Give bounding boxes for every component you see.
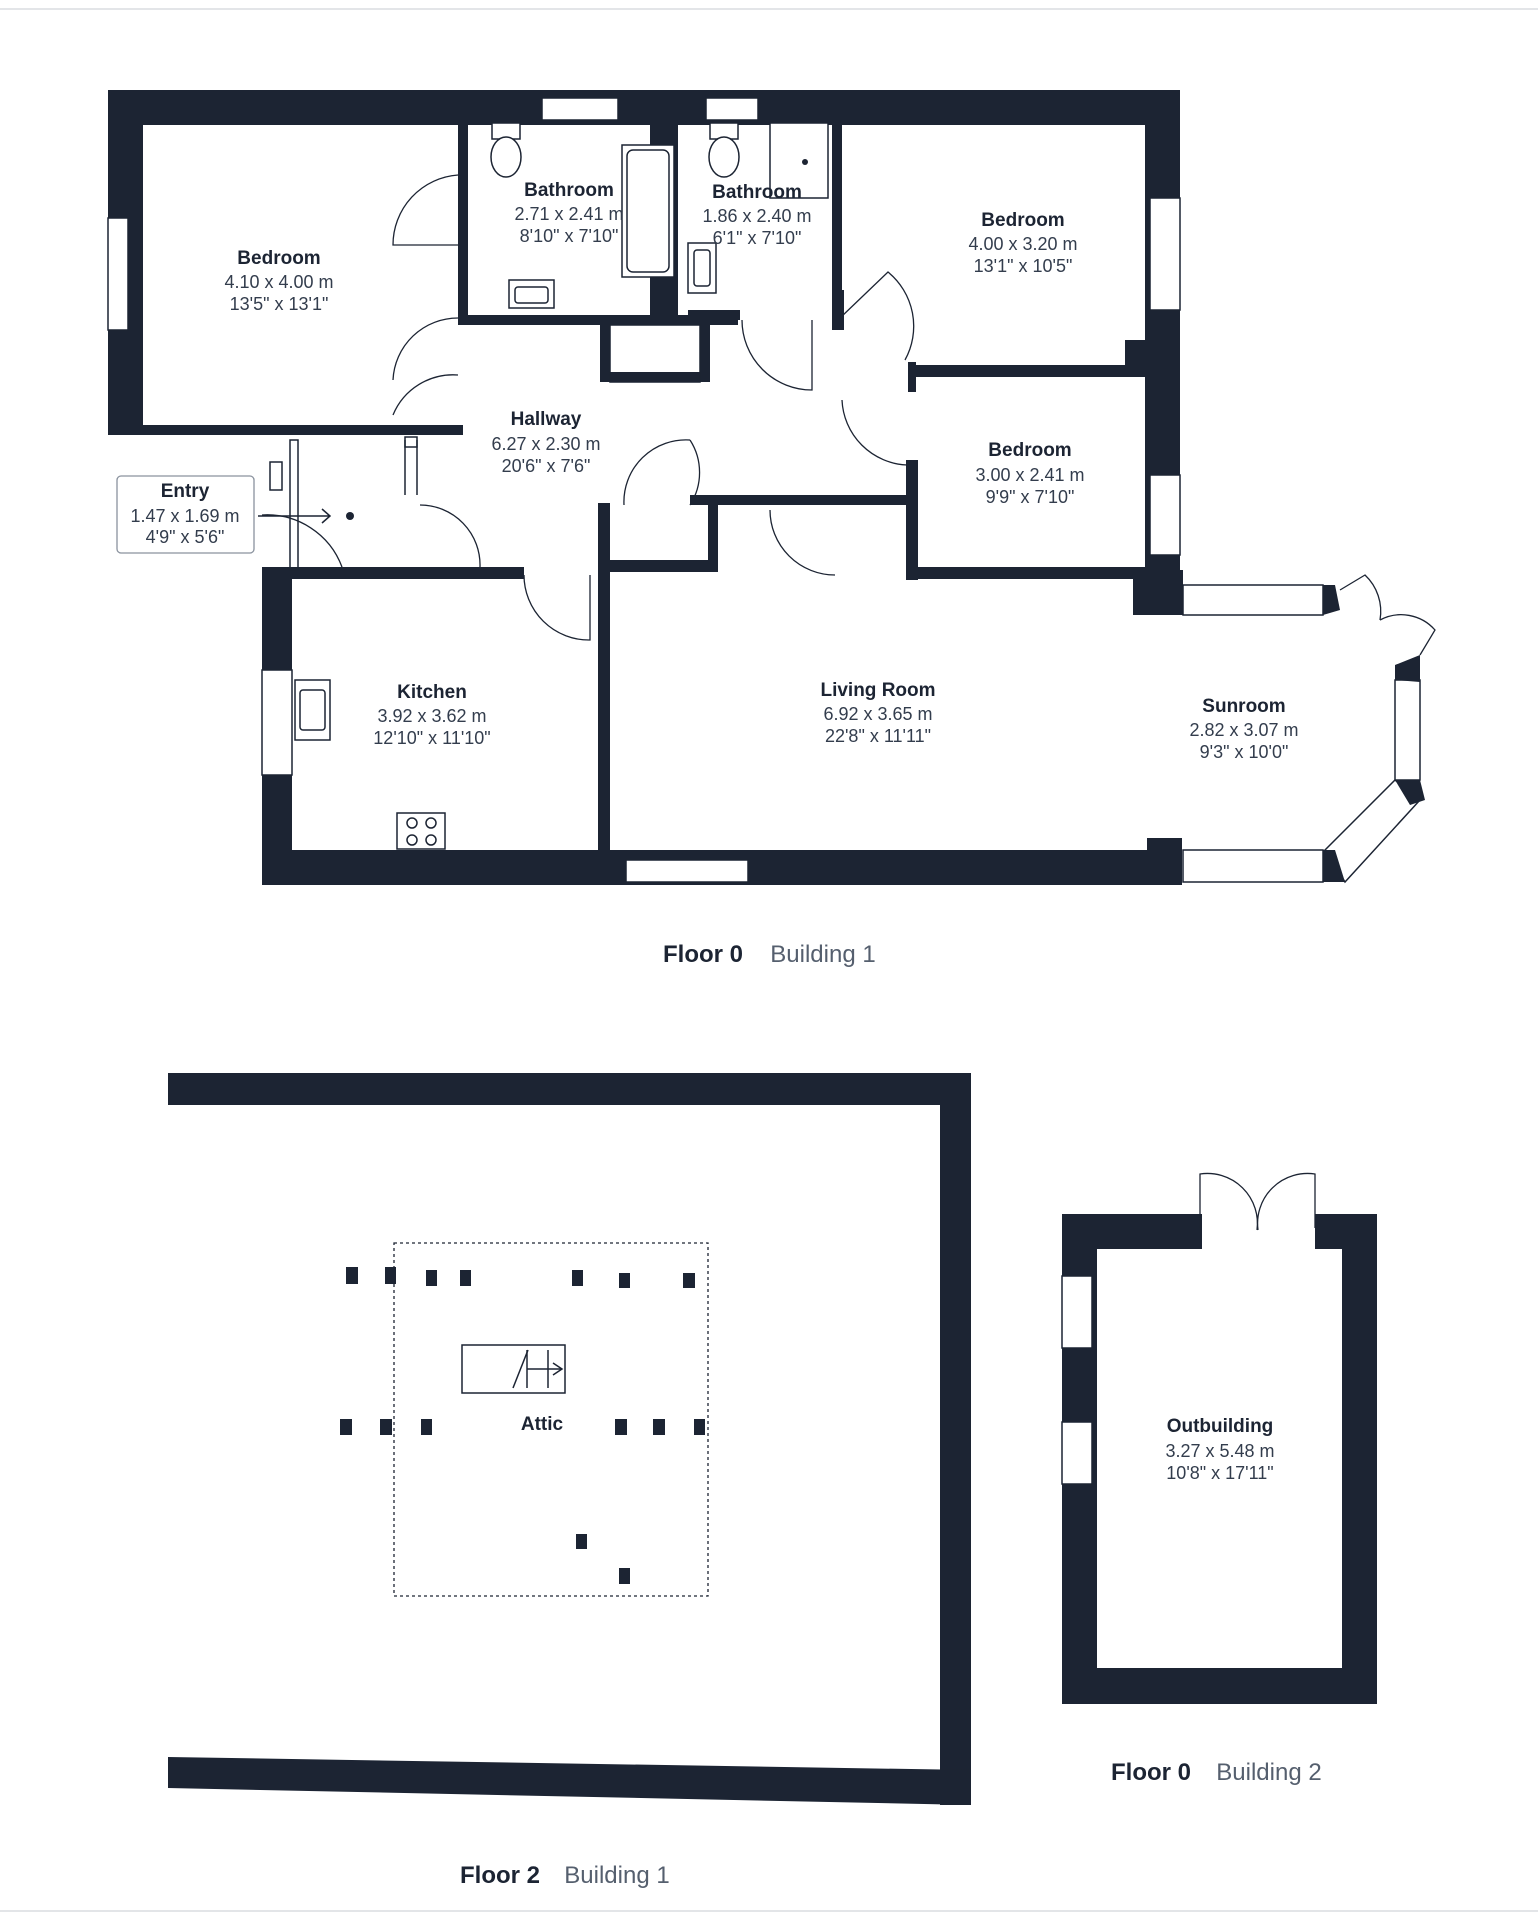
room-name: Outbuilding: [1167, 1416, 1274, 1437]
room-imperial: 13'1" x 10'5": [974, 256, 1073, 276]
room-imperial: 13'5" x 13'1": [230, 294, 329, 314]
building-label: Building 2: [1216, 1759, 1321, 1786]
room-metric: 6.92 x 3.65 m: [823, 704, 932, 724]
floor0-building2-plan: [1061, 1172, 1377, 1704]
room-imperial: 4'9" x 5'6": [146, 527, 225, 547]
room-metric: 4.00 x 3.20 m: [968, 234, 1077, 254]
floor0-building2-labels: Outbuilding 3.27 x 5.48 m 10'8" x 17'11"…: [1111, 1416, 1322, 1786]
room-name: Entry: [161, 481, 210, 502]
room-metric: 6.27 x 2.30 m: [491, 434, 600, 454]
floor2-building1-plan: [168, 1073, 971, 1805]
room-name: Bathroom: [712, 182, 802, 203]
room-metric: 3.92 x 3.62 m: [377, 706, 486, 726]
room-name: Kitchen: [397, 682, 467, 703]
room-imperial: 8'10" x 7'10": [520, 226, 619, 246]
room-name: Sunroom: [1202, 696, 1285, 717]
room-metric: 3.00 x 2.41 m: [975, 465, 1084, 485]
room-imperial: 20'6" x 7'6": [502, 456, 591, 476]
floor-label: Floor 0: [663, 941, 743, 968]
floor0-building1-plan: [107, 90, 1436, 885]
room-imperial: 9'3" x 10'0": [1200, 742, 1289, 762]
room-metric: 1.47 x 1.69 m: [130, 506, 239, 526]
room-name: Attic: [521, 1414, 564, 1435]
room-imperial: 9'9" x 7'10": [986, 487, 1075, 507]
floor0-building1-labels: Bedroom 4.10 x 4.00 m 13'5" x 13'1" Bath…: [116, 180, 1299, 968]
room-imperial: 6'1" x 7'10": [713, 228, 802, 248]
room-name: Bedroom: [981, 210, 1064, 231]
room-metric: 2.71 x 2.41 m: [514, 204, 623, 224]
room-name: Bedroom: [988, 440, 1071, 461]
floor-label: Floor 2: [460, 1862, 540, 1889]
building-label: Building 1: [564, 1862, 669, 1889]
room-name: Hallway: [511, 409, 582, 430]
room-metric: 2.82 x 3.07 m: [1189, 720, 1298, 740]
room-metric: 4.10 x 4.00 m: [224, 272, 333, 292]
entry-label-box: [116, 475, 255, 554]
floor-label: Floor 0: [1111, 1759, 1191, 1786]
room-name: Bathroom: [524, 180, 614, 201]
room-metric: 1.86 x 2.40 m: [702, 206, 811, 226]
room-metric: 3.27 x 5.48 m: [1165, 1441, 1274, 1461]
room-imperial: 10'8" x 17'11": [1166, 1463, 1273, 1483]
building-label: Building 1: [770, 941, 875, 968]
room-name: Living Room: [820, 680, 935, 701]
room-imperial: 22'8" x 11'11": [825, 726, 931, 746]
room-imperial: 12'10" x 11'10": [373, 728, 490, 748]
room-name: Bedroom: [237, 248, 320, 269]
floor2-building1-labels: Attic Floor 2 Building 1: [460, 1414, 670, 1889]
